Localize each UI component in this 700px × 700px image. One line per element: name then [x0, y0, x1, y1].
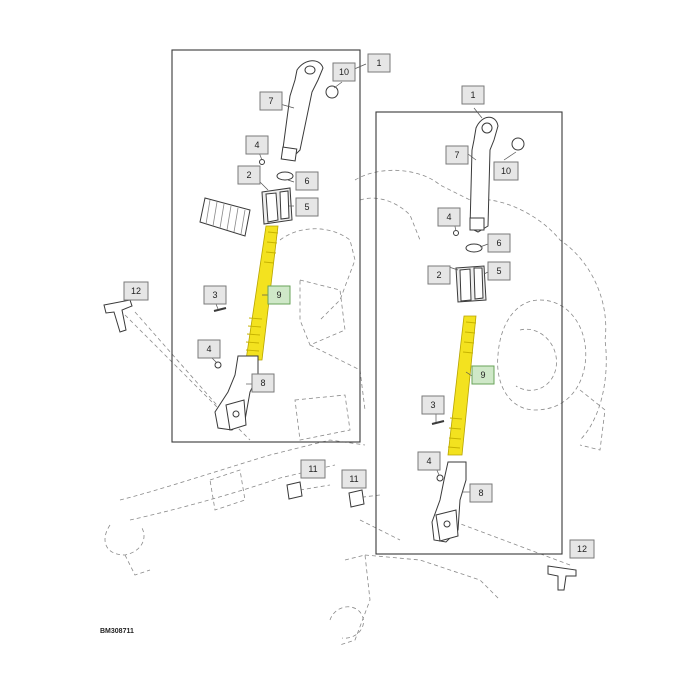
callout-label: 10 — [339, 67, 349, 77]
callout-left-1[interactable]: 1 — [367, 53, 391, 73]
callout-label: 10 — [501, 166, 511, 176]
callout-label: 6 — [304, 176, 309, 186]
callout-left-11[interactable]: 11 — [300, 459, 326, 479]
right-assembly — [431, 116, 525, 543]
callout-label: 9 — [276, 290, 281, 300]
callout-label: 4 — [446, 212, 451, 222]
callout-right-5[interactable]: 5 — [487, 261, 511, 281]
callout-label: 7 — [268, 96, 273, 106]
callout-left-6[interactable]: 6 — [295, 171, 319, 191]
callout-label: 4 — [206, 344, 211, 354]
callout-right-4-bottom[interactable]: 4 — [417, 451, 441, 471]
callout-left-4-bottom[interactable]: 4 — [197, 339, 221, 359]
callout-label: 6 — [496, 238, 501, 248]
callout-right-2[interactable]: 2 — [427, 265, 451, 285]
callout-left-2[interactable]: 2 — [237, 165, 261, 185]
callout-label: 8 — [478, 488, 483, 498]
figure-code: BM308711 — [100, 628, 134, 635]
callout-label: 12 — [131, 286, 141, 296]
callout-left-3[interactable]: 3 — [203, 285, 227, 305]
callout-right-9[interactable]: 9 — [471, 365, 495, 385]
callout-right-1[interactable]: 1 — [461, 85, 485, 105]
callout-right-7[interactable]: 7 — [445, 145, 469, 165]
right-assembly-frame — [375, 111, 563, 555]
left-assembly-frame — [171, 49, 361, 443]
callout-label: 3 — [430, 400, 435, 410]
callout-label: 5 — [496, 266, 501, 276]
callout-left-12[interactable]: 12 — [123, 281, 149, 301]
callout-label: 4 — [426, 456, 431, 466]
callout-label: 9 — [480, 370, 485, 380]
callout-label: 11 — [308, 464, 317, 474]
callout-label: 12 — [577, 544, 587, 554]
callout-right-11[interactable]: 11 — [341, 469, 367, 489]
left-assembly — [199, 60, 339, 431]
callout-left-7[interactable]: 7 — [259, 91, 283, 111]
callout-right-10[interactable]: 10 — [493, 161, 519, 181]
callout-left-5[interactable]: 5 — [295, 197, 319, 217]
callout-label: 7 — [454, 150, 459, 160]
callout-right-8[interactable]: 8 — [469, 483, 493, 503]
callout-left-10[interactable]: 10 — [332, 62, 356, 82]
callout-right-4-top[interactable]: 4 — [437, 207, 461, 227]
callout-left-9[interactable]: 9 — [267, 285, 291, 305]
callout-right-12[interactable]: 12 — [569, 539, 595, 559]
callout-right-6[interactable]: 6 — [487, 233, 511, 253]
callout-label: 2 — [246, 170, 251, 180]
callout-label: 3 — [212, 290, 217, 300]
callout-label: 4 — [254, 140, 259, 150]
callout-left-8[interactable]: 8 — [251, 373, 275, 393]
callout-left-4-top[interactable]: 4 — [245, 135, 269, 155]
loose-parts — [103, 299, 577, 591]
tractor-background-outline — [104, 169, 607, 646]
callout-label: 11 — [349, 474, 358, 484]
callout-label: 8 — [260, 378, 265, 388]
callout-label: 1 — [376, 58, 381, 68]
callout-label: 2 — [436, 270, 441, 280]
callout-label: 1 — [470, 90, 475, 100]
callout-label: 5 — [304, 202, 309, 212]
callout-right-3[interactable]: 3 — [421, 395, 445, 415]
